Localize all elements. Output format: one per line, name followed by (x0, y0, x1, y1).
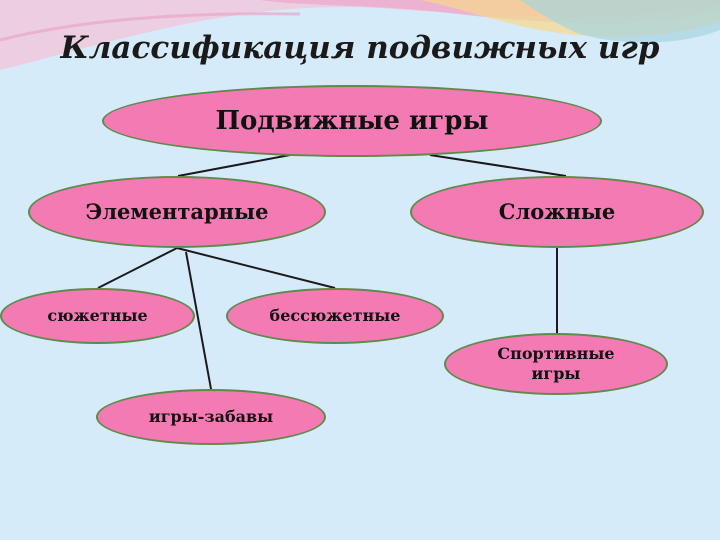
node-mobile-games: Подвижные игры (102, 85, 602, 157)
node-sport-games: Спортивные игры (444, 333, 668, 395)
node-complex: Сложные (410, 176, 704, 248)
edge-elementary-fun (185, 251, 212, 390)
node-plot: сюжетные (0, 288, 195, 344)
edge-elementary-plotless (176, 247, 336, 289)
node-fun-games: игры-забавы (96, 389, 326, 445)
edge-elementary-plot (97, 247, 178, 289)
edge-root-complex (429, 154, 567, 177)
decorative-banner (0, 0, 720, 70)
page-title: Классификация подвижных игр (60, 30, 660, 66)
node-plotless: бессюжетные (226, 288, 444, 344)
node-elementary: Элементарные (28, 176, 326, 248)
edge-root-elementary (177, 154, 291, 177)
node-sport-games-label: Спортивные игры (497, 344, 615, 383)
